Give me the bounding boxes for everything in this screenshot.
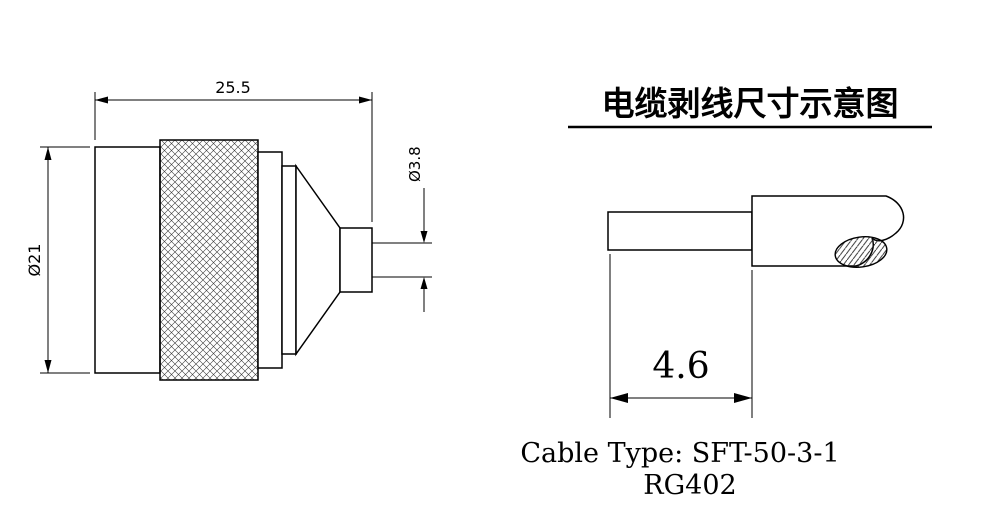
- connector-knurled-grip: [159, 139, 259, 381]
- arrowhead-bottom: [420, 277, 428, 289]
- dimension-pin-diameter: Ø3.8: [406, 146, 428, 312]
- cable-model-label: RG402: [643, 470, 736, 501]
- dimension-value-pin-diameter: Ø3.8: [406, 146, 424, 182]
- cable-strip-drawing: 电缆剥线尺寸示意图 4.6 Cable Type: SFT-50-3-1 RG4…: [520, 84, 932, 501]
- connector-pin-holder: [339, 227, 373, 293]
- dimension-value-body-length: 25.5: [215, 78, 251, 97]
- dimension-value-strip-length: 4.6: [652, 346, 709, 387]
- arrowhead-top: [44, 147, 52, 160]
- arrowhead-right: [359, 96, 372, 104]
- cable-cut-cross-section: [834, 236, 888, 268]
- connector-front-body: [94, 146, 161, 374]
- dimension-value-body-diameter: Ø21: [25, 244, 44, 277]
- arrowhead-bottom: [44, 360, 52, 373]
- diagram-title: 电缆剥线尺寸示意图: [602, 84, 899, 123]
- dimension-body-length: 25.5: [94, 78, 373, 222]
- arrowhead-top: [420, 231, 428, 243]
- dimension-strip-length: 4.6: [609, 254, 753, 418]
- arrowhead-right: [734, 393, 752, 403]
- arrowhead-left: [95, 96, 108, 104]
- cable-type-label: Cable Type: SFT-50-3-1: [520, 438, 839, 469]
- connector-drawing: 25.5 Ø21 Ø3.8: [25, 78, 432, 381]
- connector-step-ring-1: [257, 151, 283, 369]
- connector-step-ring-2: [281, 165, 297, 355]
- arrowhead-left: [610, 393, 628, 403]
- dimension-body-diameter: Ø21: [25, 146, 90, 374]
- connector-taper-cone: [295, 163, 341, 357]
- cable-stripped-section: [607, 211, 753, 251]
